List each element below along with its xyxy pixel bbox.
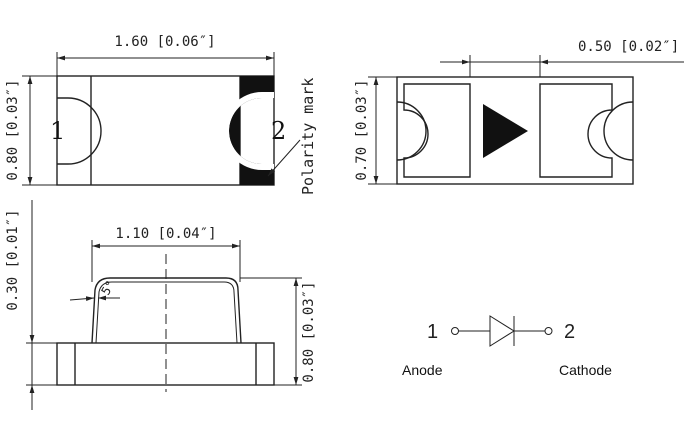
polarity-triangle-icon <box>483 104 528 158</box>
side-view: 1.10 [0.04″] 0.30 [0.01″] 0.80 [0.03″] 5… <box>5 200 317 410</box>
top-width-dim: 1.60 [0.06″] <box>114 34 215 50</box>
diode-schematic: 1 2 Anode Cathode <box>402 315 612 378</box>
top-pin-left: 1 <box>50 117 65 145</box>
top-body-outline <box>56 75 275 186</box>
diode-triangle-icon <box>489 315 515 347</box>
polarity-label: Polarity mark <box>299 78 317 195</box>
right-pad-left <box>403 83 471 178</box>
top-view: 1.60 [0.06″] 0.80 [0.03″] 1 2 Polarity m… <box>5 34 317 195</box>
side-width-dim: 1.10 [0.04″] <box>115 226 216 242</box>
polarity-leader <box>267 139 301 177</box>
top-pin-right: 2 <box>271 117 286 145</box>
top-height-dim: 0.80 [0.03″] <box>5 79 21 180</box>
schematic-pin1: 1 <box>427 321 438 343</box>
right-view: 0.50 [0.02″] 0.70 [0.03″] <box>354 39 684 185</box>
right-body-outline <box>396 76 634 185</box>
right-pad-right <box>539 83 613 178</box>
side-dome <box>91 277 242 344</box>
right-height-dim: 0.70 [0.03″] <box>354 79 370 180</box>
angle-label: 5° <box>98 278 117 298</box>
anode-label: Anode <box>402 362 443 378</box>
side-base <box>56 342 275 386</box>
angle-arrow-left <box>69 296 95 302</box>
side-dome-inner <box>95 281 238 344</box>
cathode-terminal <box>544 327 553 335</box>
left-castellation <box>57 97 102 165</box>
anode-terminal <box>451 327 459 335</box>
side-right-height-dim: 0.80 [0.03″] <box>301 281 317 382</box>
cathode-label: Cathode <box>559 362 612 378</box>
schematic-pin2: 2 <box>564 321 575 343</box>
right-width-dim: 0.50 [0.02″] <box>578 39 679 55</box>
right-left-notch <box>396 101 427 161</box>
side-left-height-dim: 0.30 [0.01″] <box>5 209 21 310</box>
right-right-notch <box>603 101 634 161</box>
